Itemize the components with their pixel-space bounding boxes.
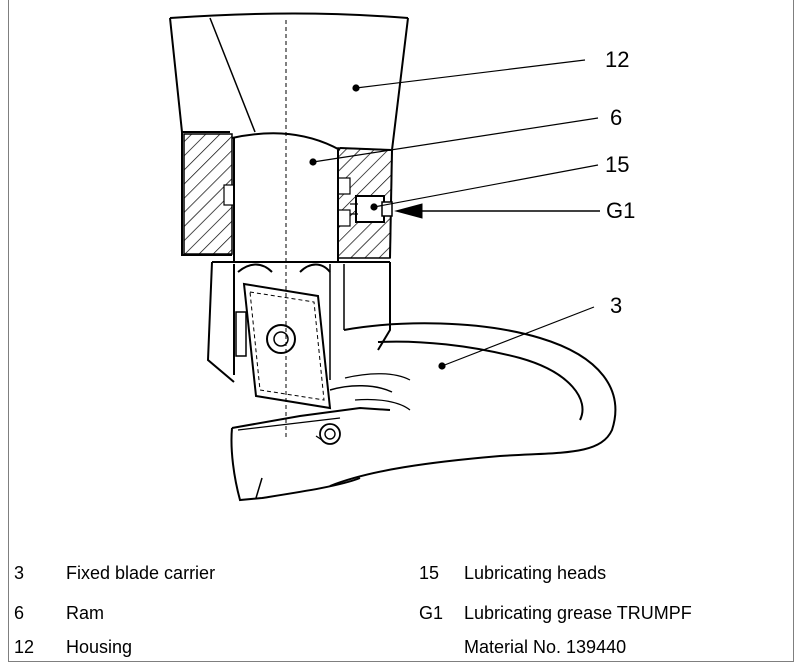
legend-num: 12 [14, 637, 35, 657]
legend-text: Housing [66, 637, 133, 657]
fixed-blade-carrier-part [230, 322, 617, 502]
callout-15-label: 15 [605, 152, 630, 177]
legend-text: Lubricating heads [464, 563, 607, 583]
ram-part [231, 132, 341, 262]
legend-text: Ram [66, 603, 105, 623]
clamp-screw-part [315, 423, 341, 445]
legend-num: 3 [14, 563, 25, 583]
callout-6-label: 6 [610, 105, 623, 130]
legend-text: Material No. 139440 [464, 637, 627, 657]
nibbler-head-drawing [169, 12, 617, 502]
legend-num: 15 [419, 563, 440, 583]
callout-g1-label: G1 [606, 198, 636, 223]
punch-blade-part [235, 282, 332, 410]
lubricating-head-part [350, 195, 393, 223]
legend-num: 6 [14, 603, 25, 623]
legend-text: Fixed blade carrier [66, 563, 216, 583]
callout-3-label: 3 [610, 293, 623, 318]
g1-arrow [394, 203, 600, 219]
figure-frame [8, 0, 794, 662]
legend-text: Lubricating grease TRUMPF [464, 603, 692, 623]
leader-lines [309, 59, 599, 370]
legend-num: G1 [419, 603, 444, 623]
callout-12-label: 12 [605, 47, 630, 72]
blade-holder-part [206, 261, 391, 383]
